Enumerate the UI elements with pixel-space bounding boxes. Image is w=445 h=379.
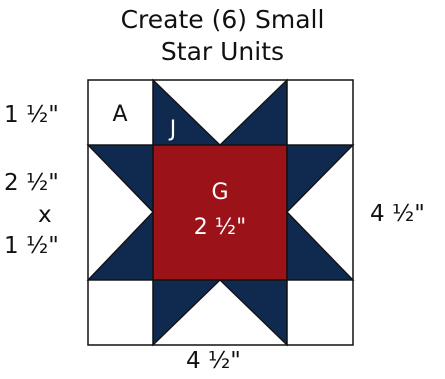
label-block-width: 4 ½" (186, 348, 241, 374)
piece-label-g: G (211, 180, 228, 205)
label-corner-size: 1 ½" (4, 102, 59, 128)
grid-lines (86, 78, 355, 347)
title-line-1: Create (6) Small (120, 5, 325, 34)
title-line-2: Star Units (160, 37, 285, 66)
center-square-g (153, 145, 287, 280)
piece-label-j: J (168, 117, 177, 142)
label-star-point-height: 1 ½" (4, 233, 59, 259)
label-times: x (38, 202, 52, 228)
piece-size-g: 2 ½" (194, 215, 246, 240)
label-block-height: 4 ½" (370, 201, 425, 227)
piece-label-a: A (112, 102, 127, 127)
diagram-title: Create (6) Small Star Units (0, 4, 445, 68)
label-star-point-width: 2 ½" (4, 170, 59, 196)
